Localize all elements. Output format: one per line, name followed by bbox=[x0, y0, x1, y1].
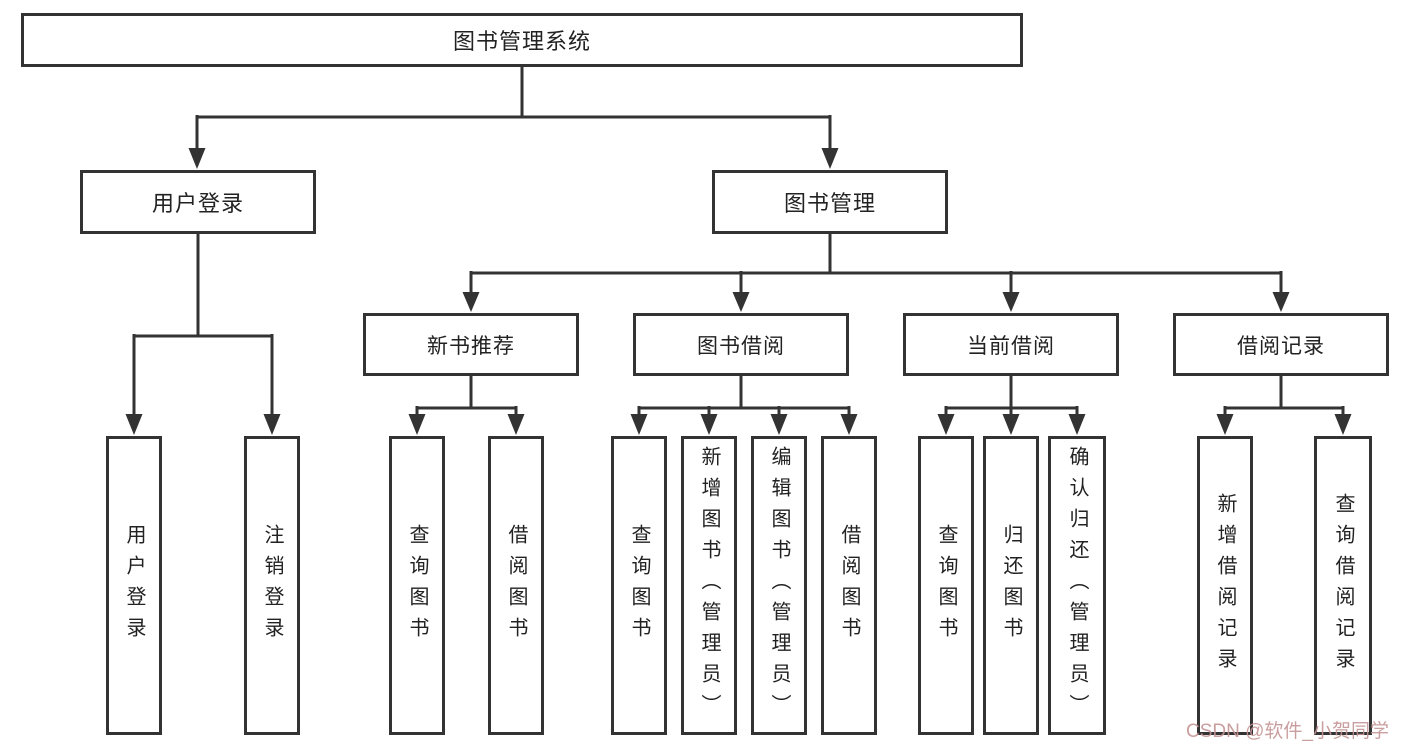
node-book-borrowing: 图书借阅 bbox=[633, 313, 849, 376]
leaf-borrow-books-recommend: 借阅图书 bbox=[488, 436, 544, 735]
leaf-label: 确认归还（管理员） bbox=[1066, 446, 1088, 725]
leaf-label: 查询借阅记录 bbox=[1332, 492, 1354, 679]
leaf-borrow-books: 借阅图书 bbox=[821, 436, 877, 735]
node-root-label: 图书管理系统 bbox=[452, 29, 591, 54]
node-current-borrowing: 当前借阅 bbox=[903, 313, 1119, 376]
leaf-label: 查询图书 bbox=[628, 523, 650, 648]
node-borrowing-records: 借阅记录 bbox=[1173, 313, 1389, 376]
node-user-login-branch: 用户登录 bbox=[80, 170, 316, 234]
node-label: 新书推荐 bbox=[427, 334, 515, 358]
leaf-confirm-return-admin: 确认归还（管理员） bbox=[1048, 436, 1106, 735]
leaf-query-borrow-record: 查询借阅记录 bbox=[1314, 436, 1372, 735]
leaf-query-books-current: 查询图书 bbox=[918, 436, 974, 735]
leaf-edit-book-admin: 编辑图书（管理员） bbox=[751, 436, 807, 735]
node-label: 用户登录 bbox=[151, 191, 244, 216]
csdn-watermark: CSDN @软件_小贺同学 bbox=[1186, 721, 1389, 742]
leaf-query-books-recommend: 查询图书 bbox=[389, 436, 445, 735]
node-label: 当前借阅 bbox=[967, 334, 1055, 358]
leaf-label: 借阅图书 bbox=[505, 523, 527, 648]
leaf-label: 注销登录 bbox=[261, 523, 283, 648]
node-label: 图书借阅 bbox=[697, 334, 785, 358]
leaf-label: 查询图书 bbox=[935, 523, 957, 648]
leaf-return-books: 归还图书 bbox=[983, 436, 1039, 735]
node-label: 借阅记录 bbox=[1237, 334, 1325, 358]
node-label: 图书管理 bbox=[783, 191, 876, 216]
leaf-query-books-borrowing: 查询图书 bbox=[611, 436, 667, 735]
node-root: 图书管理系统 bbox=[21, 13, 1023, 67]
node-book-management-branch: 图书管理 bbox=[712, 170, 948, 234]
leaf-label: 归还图书 bbox=[1000, 523, 1022, 648]
leaf-label: 新增借阅记录 bbox=[1214, 492, 1236, 679]
leaf-user-login: 用户登录 bbox=[106, 436, 162, 735]
leaf-label: 查询图书 bbox=[406, 523, 428, 648]
leaf-label: 新增图书（管理员） bbox=[698, 446, 720, 725]
leaf-label: 用户登录 bbox=[123, 523, 145, 648]
leaf-add-book-admin: 新增图书（管理员） bbox=[681, 436, 737, 735]
leaf-label: 编辑图书（管理员） bbox=[768, 446, 790, 725]
leaf-logout: 注销登录 bbox=[244, 436, 300, 735]
leaf-label: 借阅图书 bbox=[838, 523, 860, 648]
leaf-add-borrow-record: 新增借阅记录 bbox=[1197, 436, 1253, 735]
node-new-book-recommend: 新书推荐 bbox=[363, 313, 579, 376]
